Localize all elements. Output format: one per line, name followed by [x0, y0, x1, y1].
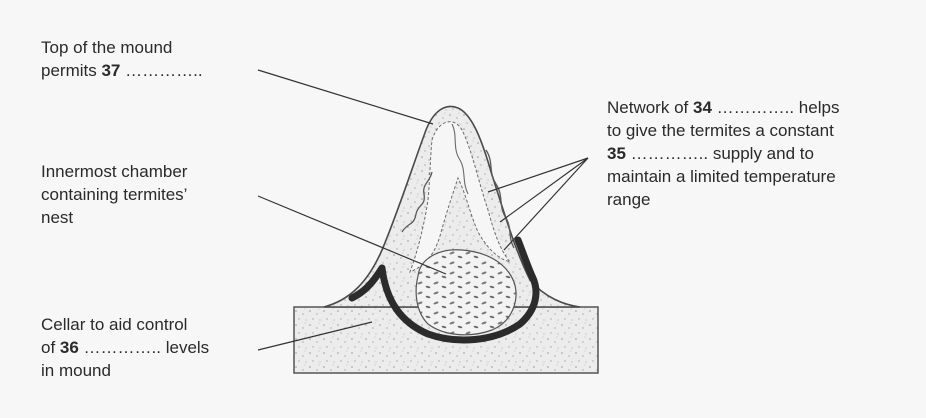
- label-cellar-line-3: in mound: [41, 361, 111, 380]
- innermost-chamber: [415, 249, 517, 336]
- label-cellar: Cellar to aid control of 36 ………….. level…: [41, 313, 209, 382]
- label-innermost-chamber: Innermost chamber containing termites’ n…: [41, 160, 187, 229]
- label-top-of-mound: Top of the mound permits 37 …………..: [41, 36, 203, 82]
- leader-line-network-2: [499, 157, 589, 223]
- blank-36: ………….. levels: [78, 338, 210, 357]
- label-network-line-4: maintain a limited temperature: [607, 167, 836, 186]
- cellar-band: [348, 236, 540, 344]
- label-chamber-line-2: containing termites’: [41, 185, 188, 204]
- label-top-line-1: Top of the mound: [41, 38, 173, 57]
- tunnel-squiggle-left: [401, 171, 433, 233]
- tunnel-network: [409, 121, 512, 273]
- label-network-line-2: to give the termites a constant: [607, 121, 834, 140]
- label-network-line-1: Network of 34 ………….. helps: [607, 96, 839, 119]
- leader-line-cellar: [257, 321, 373, 351]
- label-cellar-line-2: of 36 ………….. levels: [41, 336, 209, 359]
- label-chamber-line-1: Innermost chamber: [41, 162, 188, 181]
- tunnel-squiggle-right: [485, 149, 515, 249]
- leader-line-network-1: [487, 157, 589, 193]
- blank-34: ………….. helps: [711, 98, 840, 117]
- label-chamber-line-3: nest: [41, 208, 74, 227]
- label-network-text: Network of: [607, 98, 693, 117]
- label-cellar-text: of: [41, 338, 60, 357]
- question-number-34: 34: [692, 98, 712, 117]
- label-network-line-3: 35 ………….. supply and to: [607, 142, 839, 165]
- question-number-35: 35: [607, 144, 626, 163]
- question-number-36: 36: [59, 338, 79, 357]
- leader-line-top: [257, 69, 434, 125]
- blank-35: ………….. supply and to: [625, 144, 814, 163]
- blank-37: …………..: [120, 61, 203, 80]
- leader-line-chamber: [257, 195, 447, 275]
- leader-line-network-3: [503, 157, 589, 251]
- question-number-37: 37: [101, 61, 121, 80]
- label-network-line-5: range: [607, 190, 651, 209]
- label-top-line-2: permits 37 …………..: [41, 59, 203, 82]
- label-network: Network of 34 ………….. helps to give the t…: [607, 96, 839, 211]
- label-cellar-line-1: Cellar to aid control: [41, 315, 188, 334]
- label-top-text: permits: [41, 61, 102, 80]
- tunnel-squiggle-mid: [451, 123, 469, 195]
